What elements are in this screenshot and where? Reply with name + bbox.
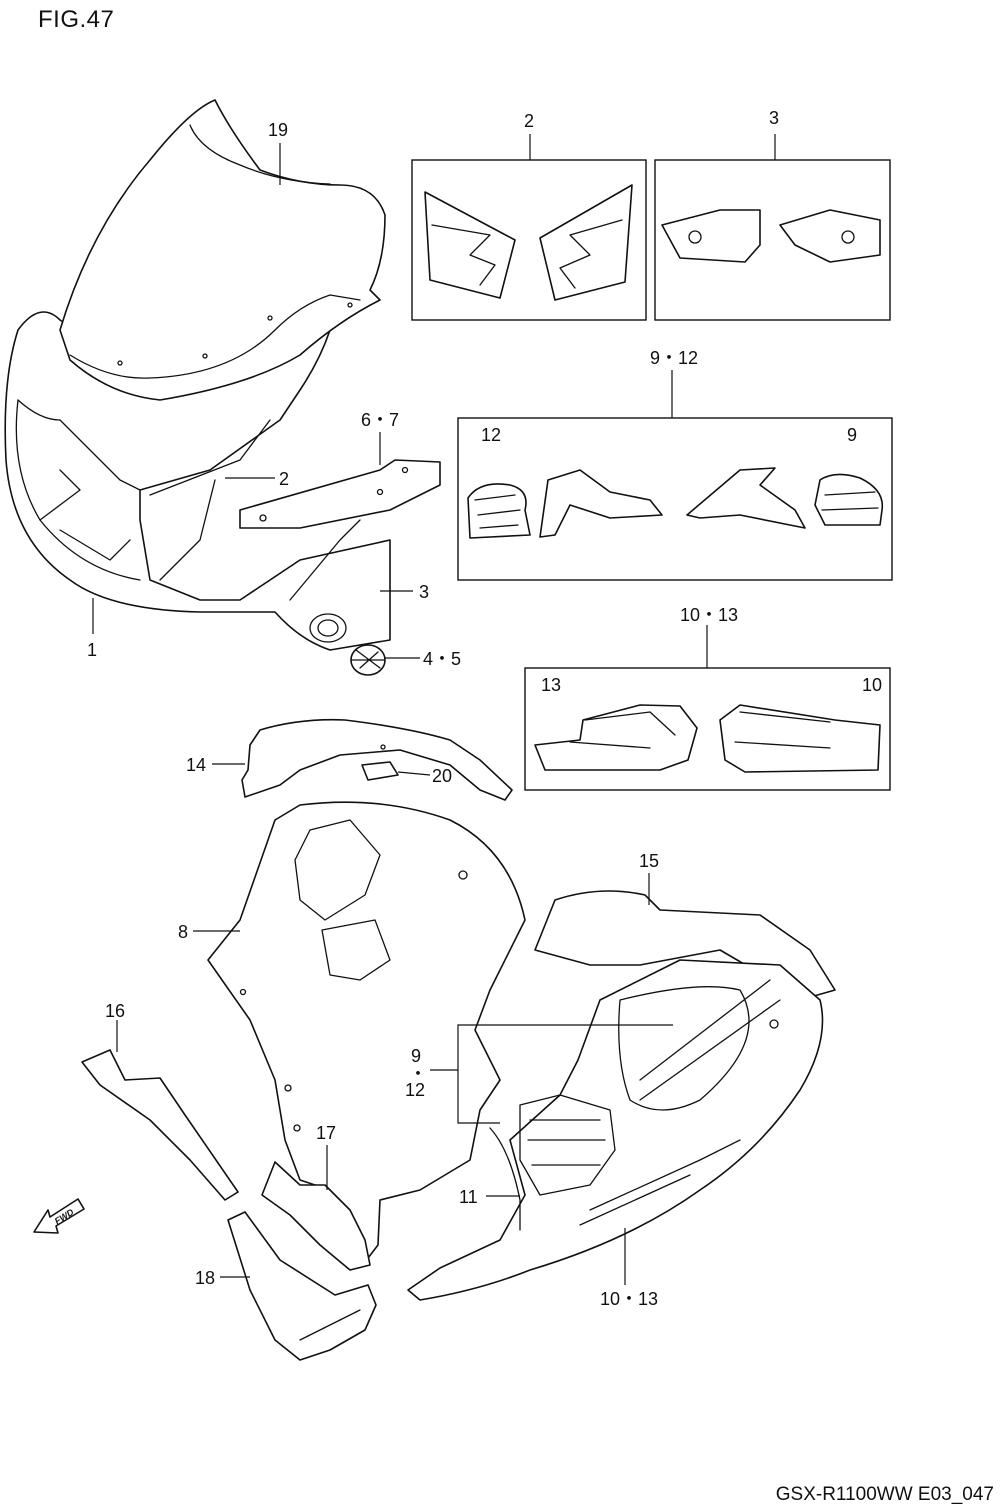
callout-14: 14 <box>186 755 206 775</box>
decal-set-9-12-box <box>457 417 893 581</box>
leader-lines <box>92 134 776 1285</box>
model-code: GSX-R1100WW E03_047 <box>775 1484 994 1505</box>
callout-labels: 19 2 3 9・12 12 9 6・7 2 3 10・13 13 10 1 4… <box>87 108 882 1309</box>
callout-17: 17 <box>316 1123 336 1143</box>
callout-18: 18 <box>195 1268 215 1288</box>
figure-title: FIG.47 <box>38 6 115 33</box>
callout-11: 11 <box>459 1187 478 1207</box>
callout-1: 1 <box>87 640 97 660</box>
inner-panel-6-7[interactable] <box>239 459 441 529</box>
decal-set-3-box <box>654 159 891 321</box>
callout-16: 16 <box>105 1001 125 1021</box>
callout-9-12-side-dot: ・ <box>409 1064 427 1084</box>
callout-10-13-box-13: 13 <box>541 675 561 695</box>
callout-4-5: 4・5 <box>423 649 461 669</box>
callout-2-top: 2 <box>524 111 534 131</box>
inner-cover-16[interactable] <box>81 1049 239 1201</box>
callout-9-12-top: 9・12 <box>650 348 698 368</box>
callout-19: 19 <box>268 120 288 140</box>
side-cowling-15[interactable] <box>407 890 836 1301</box>
callout-2: 2 <box>279 469 289 489</box>
callout-9-12-box-12: 12 <box>481 425 501 445</box>
callout-10-13-box-10: 10 <box>862 675 882 695</box>
callout-9-12-side-9: 9 <box>411 1046 421 1066</box>
callout-6-7: 6・7 <box>361 410 399 430</box>
callout-8: 8 <box>178 922 188 942</box>
callout-10-13: 10・13 <box>600 1289 658 1309</box>
decal-set-9-12[interactable] <box>467 467 884 539</box>
decal-set-10-13[interactable] <box>534 704 881 773</box>
decal-set-3[interactable] <box>661 209 881 263</box>
windscreen[interactable] <box>59 99 386 401</box>
forward-arrow-icon: FWD <box>33 1198 85 1234</box>
callout-9-12-side-12: 12 <box>405 1080 425 1100</box>
upper-cowling[interactable] <box>4 311 391 651</box>
callout-10-13-top: 10・13 <box>680 605 738 625</box>
bracket-14[interactable] <box>241 718 513 801</box>
under-cowling-18[interactable] <box>227 1211 377 1361</box>
callout-9-12-box-9: 9 <box>847 425 857 445</box>
decal-set-2[interactable] <box>424 184 633 301</box>
callout-15: 15 <box>639 851 659 871</box>
decal-set-2-box <box>411 159 647 321</box>
callout-3-top: 3 <box>769 108 779 128</box>
callout-20: 20 <box>432 766 452 786</box>
side-cowling-8[interactable] <box>207 801 526 1263</box>
bracket-17[interactable] <box>261 1161 371 1271</box>
pad-20[interactable] <box>361 761 399 781</box>
grommet-4-5[interactable] <box>350 644 386 676</box>
callout-3: 3 <box>419 582 429 602</box>
